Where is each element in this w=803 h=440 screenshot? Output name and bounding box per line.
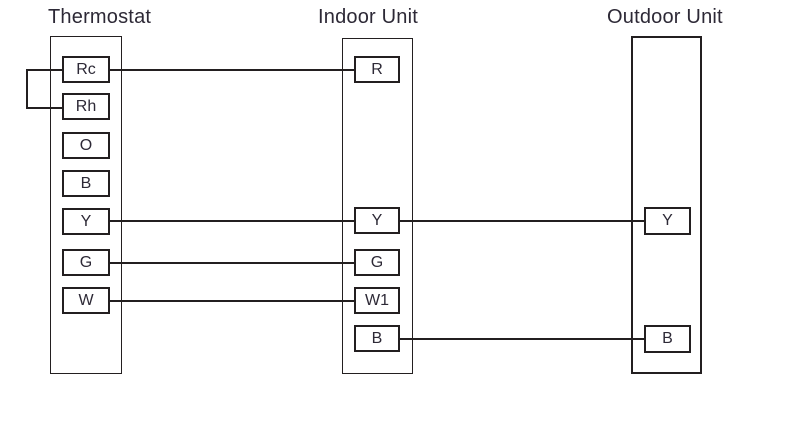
thermostat-terminal-rc: Rc bbox=[62, 56, 110, 83]
indoor-terminal-w1: W1 bbox=[354, 287, 400, 314]
thermostat-terminal-w: W bbox=[62, 287, 110, 314]
indoor-unit-title: Indoor Unit bbox=[318, 6, 419, 28]
thermostat-terminal-rh: Rh bbox=[62, 93, 110, 120]
wire-indoor-y-to-outdoor-y bbox=[400, 220, 644, 222]
indoor-terminal-r: R bbox=[354, 56, 400, 83]
wire-rc-to-r bbox=[110, 68, 354, 71]
thermostat-box bbox=[50, 36, 122, 374]
outdoor-unit-box bbox=[631, 36, 702, 374]
thermostat-terminal-b: B bbox=[62, 170, 110, 197]
thermostat-terminal-o: O bbox=[62, 132, 110, 159]
indoor-terminal-g: G bbox=[354, 249, 400, 276]
outdoor-unit-title: Outdoor Unit bbox=[607, 6, 723, 28]
outdoor-terminal-y: Y bbox=[644, 207, 691, 235]
thermostat-title: Thermostat bbox=[48, 6, 152, 28]
thermostat-terminal-y: Y bbox=[62, 208, 110, 235]
wire-thermostat-y-to-indoor-y bbox=[110, 220, 354, 222]
wire-indoor-b-to-outdoor-b bbox=[400, 337, 644, 340]
wire-g-to-g bbox=[110, 261, 354, 264]
outdoor-terminal-b: B bbox=[644, 325, 691, 353]
indoor-unit-box bbox=[342, 38, 413, 374]
indoor-terminal-b: B bbox=[354, 325, 400, 352]
thermostat-terminal-g: G bbox=[62, 249, 110, 276]
rc-rh-jumper-wire bbox=[26, 68, 62, 109]
wire-w-to-w1 bbox=[110, 299, 354, 302]
indoor-terminal-y: Y bbox=[354, 207, 400, 234]
